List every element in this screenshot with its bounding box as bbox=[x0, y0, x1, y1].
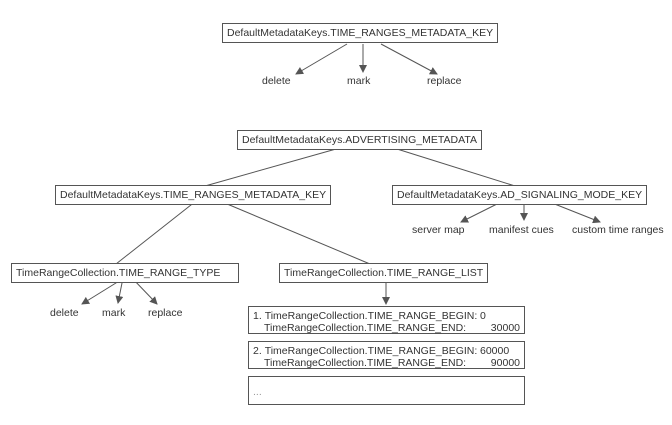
node-ad-signaling-mode-key: DefaultMetadataKeys.AD_SIGNALING_MODE_KE… bbox=[392, 185, 648, 205]
node-type-replace: replace bbox=[148, 307, 183, 319]
node-time-ranges-metadata-key: DefaultMetadataKeys.TIME_RANGES_METADATA… bbox=[222, 23, 499, 43]
edge-tr-list bbox=[219, 200, 371, 265]
node-delete: delete bbox=[262, 75, 291, 87]
time-range-item-2: 2. TimeRangeCollection.TIME_RANGE_BEGIN:… bbox=[248, 341, 525, 369]
node-time-ranges-metadata-key-2: DefaultMetadataKeys.TIME_RANGES_METADATA… bbox=[55, 185, 332, 205]
edge-d1-replace bbox=[380, 43, 438, 75]
range-end-value: 90000 bbox=[490, 357, 520, 369]
node-manifest-cues: manifest cues bbox=[489, 224, 554, 236]
node-custom-time-ranges: custom time ranges bbox=[572, 224, 664, 236]
range-end-key: TimeRangeCollection.TIME_RANGE_END: bbox=[264, 357, 467, 369]
node-advertising-metadata: DefaultMetadataKeys.ADVERTISING_METADATA bbox=[237, 130, 482, 150]
node-type-mark: mark bbox=[102, 307, 126, 319]
edge-adv-adsignaling bbox=[396, 148, 516, 187]
node-time-range-type: TimeRangeCollection.TIME_RANGE_TYPE bbox=[11, 263, 239, 283]
node-time-range-list: TimeRangeCollection.TIME_RANGE_LIST bbox=[279, 263, 489, 283]
range-end-key: TimeRangeCollection.TIME_RANGE_END: bbox=[264, 322, 467, 334]
more-ellipsis: ... bbox=[253, 386, 262, 398]
edge-d1-delete bbox=[295, 43, 348, 75]
time-range-item-1: 1. TimeRangeCollection.TIME_RANGE_BEGIN:… bbox=[248, 306, 525, 334]
node-mark: mark bbox=[347, 75, 371, 87]
node-replace: replace bbox=[427, 75, 462, 87]
node-server-map: server map bbox=[412, 224, 465, 236]
range-index: 2. bbox=[253, 345, 262, 357]
range-begin-key: TimeRangeCollection.TIME_RANGE_BEGIN: bbox=[264, 345, 478, 357]
range-end-value: 30000 bbox=[490, 322, 520, 334]
range-begin-value: 60000 bbox=[480, 345, 510, 357]
edge-tr-type bbox=[115, 200, 197, 265]
range-index: 1. bbox=[253, 310, 262, 322]
node-type-delete: delete bbox=[50, 307, 79, 319]
range-begin-value: 0 bbox=[480, 310, 486, 322]
range-begin-key: TimeRangeCollection.TIME_RANGE_BEGIN: bbox=[264, 310, 478, 322]
time-range-item-more: ... bbox=[248, 376, 525, 405]
edge-adv-timeranges bbox=[204, 148, 337, 187]
